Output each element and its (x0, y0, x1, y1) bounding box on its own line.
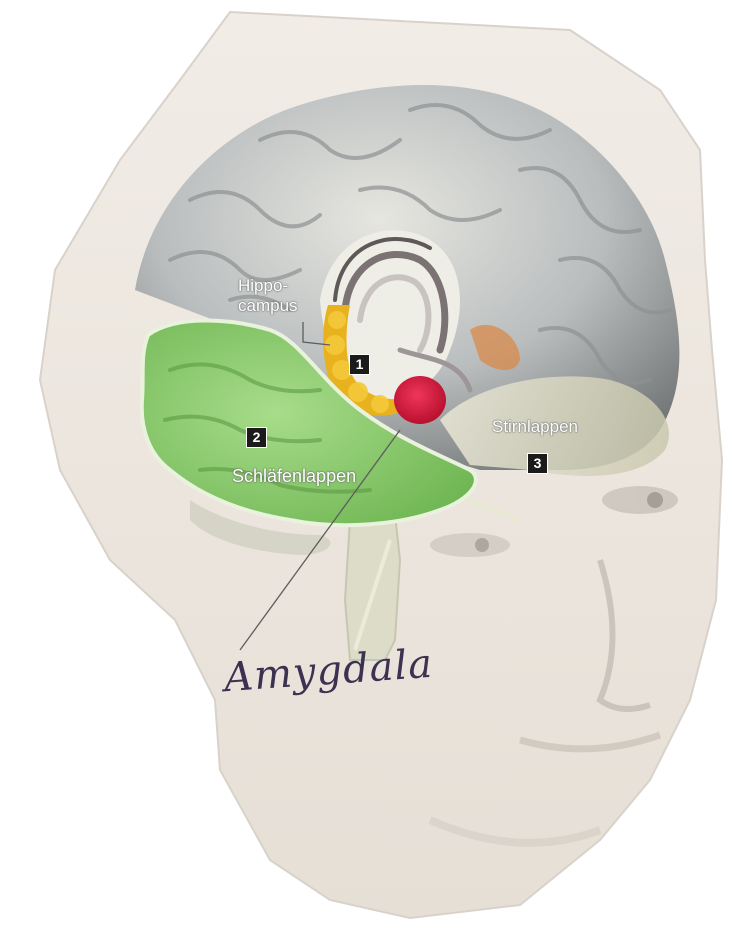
label-schlaefenlappen: Schläfenlappen (232, 466, 356, 486)
label-hippocampus-line2: campus (238, 296, 298, 316)
label-hippocampus-line1: Hippo- (238, 276, 298, 296)
marker-2: 2 (246, 427, 267, 448)
marker-1: 1 (349, 354, 370, 375)
brain-stem (345, 515, 400, 660)
marker-3: 3 (527, 453, 548, 474)
label-stirnlappen: Stirnlappen (492, 417, 578, 437)
label-hippocampus: Hippo- campus (238, 276, 298, 316)
amygdala-shape (394, 376, 446, 424)
